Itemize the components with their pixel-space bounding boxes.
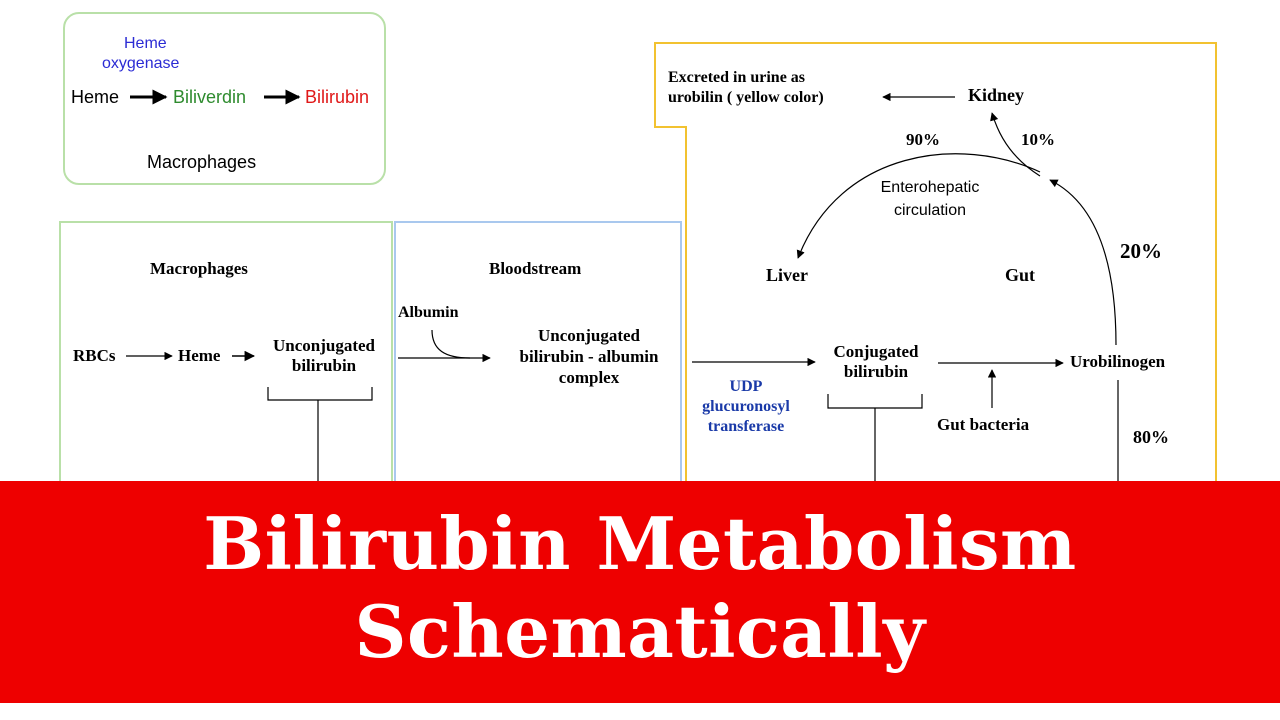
gut-label: Gut	[1005, 265, 1036, 285]
excreted-urobilin-label: Excreted in urine as urobilin ( yellow c…	[668, 68, 824, 108]
pct-10-label: 10%	[1021, 130, 1055, 149]
albumin-label: Albumin	[398, 304, 459, 321]
bloodstream-title: Bloodstream	[489, 259, 582, 278]
rbcs-label: RBCs	[73, 346, 116, 365]
enzyme-line-2: glucuronosyl	[702, 398, 790, 415]
pct-80-label: 80%	[1133, 427, 1169, 447]
albumin-complex-label: Unconjugated bilirubin - albumin complex	[494, 325, 684, 388]
title-banner: Bilirubin Metabolism Schematically	[0, 481, 1280, 703]
liver-gut-panel-border	[654, 42, 1217, 491]
unconjugated-line-2: bilirubin	[291, 356, 357, 375]
enterohepatic-line-2: circulation	[893, 202, 967, 219]
pct-90-label: 90%	[906, 130, 940, 149]
udp-enzyme-label: UDP glucuronosyl transferase	[682, 377, 810, 437]
conjugated-line-2: bilirubin	[843, 362, 909, 381]
macrophages-title: Macrophages	[150, 259, 248, 278]
enzyme-line-1: UDP	[729, 378, 763, 395]
conjugated-bilirubin-label: Conjugated bilirubin	[813, 342, 939, 382]
heme-pathway-box	[63, 12, 386, 185]
banner-title-line-2: Schematically	[354, 589, 926, 674]
unconjugated-bracket	[267, 387, 373, 491]
excreted-line-1: Excreted in urine as	[668, 69, 806, 86]
enzyme-word-1: Heme	[124, 35, 167, 52]
kidney-label: Kidney	[968, 85, 1025, 105]
urobilinogen-up-curve	[1049, 179, 1117, 346]
pct-20-label: 20%	[1120, 239, 1162, 263]
urobilinogen-label: Urobilinogen	[1070, 352, 1166, 371]
heme-step-label: Heme	[178, 346, 221, 365]
conjugated-bracket	[827, 394, 923, 491]
enzyme-line-3: transferase	[707, 418, 785, 435]
bilirubin-label: Bilirubin	[305, 87, 370, 107]
banner-title-line-1: Bilirubin Metabolism	[203, 501, 1077, 586]
to-kidney-arrow	[990, 112, 1041, 177]
complex-line-3: complex	[558, 368, 620, 387]
gut-bacteria-label: Gut bacteria	[937, 415, 1030, 434]
liver-label: Liver	[766, 265, 808, 285]
enterohepatic-line-1: Enterohepatic	[880, 179, 980, 196]
unconjugated-bilirubin-label: Unconjugated bilirubin	[257, 336, 391, 376]
biliverdin-label: Biliverdin	[173, 87, 247, 107]
enterohepatic-label: Enterohepatic circulation	[866, 176, 994, 222]
enzyme-word-2: oxygenase	[102, 55, 180, 72]
bottom-strip	[0, 703, 1280, 720]
complex-line-2: bilirubin - albumin	[519, 347, 659, 366]
albumin-join-arrow	[431, 329, 471, 359]
conjugated-line-1: Conjugated	[833, 342, 919, 361]
enzyme-text: Heme oxygenase	[102, 34, 179, 74]
excreted-line-2: urobilin ( yellow color)	[668, 89, 824, 106]
heme-label: Heme	[71, 87, 120, 107]
enterohepatic-arc	[796, 153, 1041, 259]
complex-line-1: Unconjugated	[537, 326, 640, 345]
heme-oxygenase-label: Heme oxygenase	[102, 34, 179, 74]
unconjugated-line-1: Unconjugated	[272, 336, 375, 355]
macrophages-location-label: Macrophages	[147, 152, 257, 172]
